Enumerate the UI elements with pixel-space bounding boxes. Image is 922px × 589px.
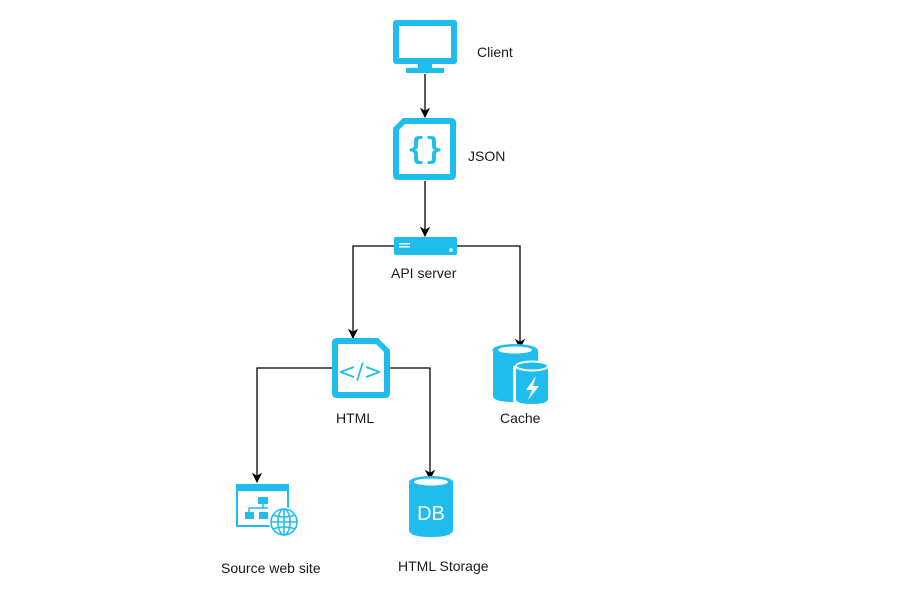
html-storage-label: HTML Storage — [398, 558, 489, 574]
cache-label: Cache — [500, 410, 541, 426]
website-icon[interactable] — [236, 484, 299, 537]
server-icon[interactable] — [394, 237, 457, 255]
edge-api-html — [347, 245, 394, 340]
html-label: HTML — [336, 410, 375, 426]
database-icon-text: DB — [417, 503, 445, 525]
cache-icon[interactable] — [492, 344, 552, 407]
monitor-icon[interactable] — [393, 20, 457, 73]
html-document-icon[interactable]: </> — [332, 338, 390, 398]
json-label: JSON — [468, 148, 506, 164]
edge-api-cache — [457, 245, 526, 350]
client-label: Client — [477, 44, 513, 60]
json-document-icon[interactable]: {} — [393, 118, 456, 180]
edge-html-storage — [390, 367, 436, 481]
source-web-site-label: Source web site — [221, 560, 321, 576]
edge-html-source — [251, 367, 332, 484]
database-icon[interactable]: DB — [409, 476, 453, 537]
svg-text:{}: {} — [407, 132, 443, 167]
svg-text:</>: </> — [338, 360, 382, 385]
api-server-label: API server — [391, 265, 457, 281]
